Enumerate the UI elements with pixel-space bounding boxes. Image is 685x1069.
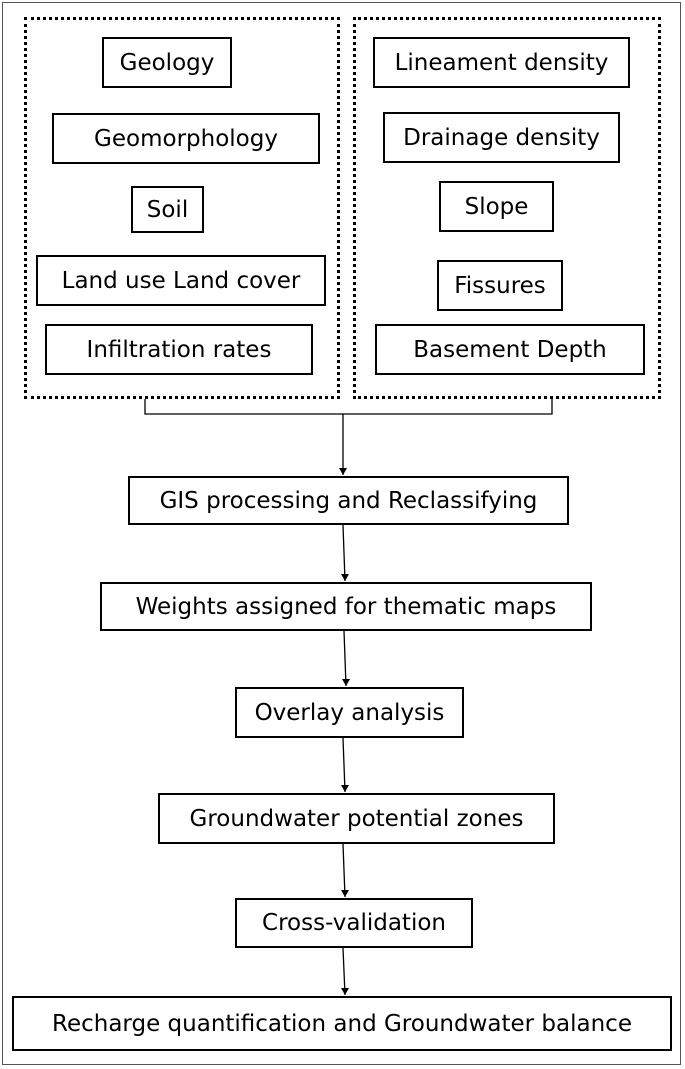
node-lineament-density-label: Lineament density (394, 49, 609, 76)
merge-bracket (144, 399, 553, 415)
step-cross-validation-label: Cross-validation (262, 910, 446, 936)
node-drainage-density: Drainage density (383, 112, 620, 163)
step-groundwater-potential-zones-label: Groundwater potential zones (189, 805, 524, 832)
node-land-use-land-cover: Land use Land cover (36, 255, 326, 306)
node-soil: Soil (131, 186, 204, 233)
node-basement-depth: Basement Depth (375, 324, 645, 375)
step-overlay-analysis-label: Overlay analysis (254, 699, 445, 726)
node-land-use-land-cover-label: Land use Land cover (61, 267, 301, 294)
node-fissures: Fissures (437, 260, 563, 311)
arrow-to-recharge (341, 947, 349, 996)
node-basement-depth-label: Basement Depth (413, 336, 607, 363)
step-gis-processing-label: GIS processing and Reclassifying (159, 487, 538, 514)
arrow-to-potential-zones (341, 737, 349, 793)
left-input-group (24, 17, 340, 399)
step-overlay-analysis: Overlay analysis (235, 687, 464, 738)
node-fissures-label: Fissures (454, 272, 546, 299)
step-recharge-quantification-label: Recharge quantification and Groundwater … (52, 1010, 632, 1037)
node-infiltration-rates: Infiltration rates (45, 324, 313, 375)
arrow-to-overlay (342, 630, 350, 687)
step-groundwater-potential-zones: Groundwater potential zones (158, 793, 555, 844)
arrow-to-cross-validation (341, 843, 349, 898)
step-cross-validation: Cross-validation (235, 898, 473, 948)
node-slope-label: Slope (464, 193, 529, 220)
step-weights-assigned-label: Weights assigned for thematic maps (135, 593, 557, 620)
node-infiltration-rates-label: Infiltration rates (86, 336, 272, 363)
node-geomorphology: Geomorphology (52, 113, 320, 164)
node-geology-label: Geology (119, 49, 215, 76)
step-recharge-quantification: Recharge quantification and Groundwater … (12, 996, 672, 1051)
node-geomorphology-label: Geomorphology (94, 125, 278, 152)
step-weights-assigned: Weights assigned for thematic maps (100, 582, 592, 631)
step-gis-processing: GIS processing and Reclassifying (128, 476, 569, 525)
right-input-group (353, 17, 661, 399)
node-soil-label: Soil (146, 196, 189, 223)
arrow-to-weights (341, 524, 349, 582)
node-geology: Geology (102, 37, 232, 88)
node-slope: Slope (439, 181, 554, 232)
node-lineament-density: Lineament density (373, 37, 630, 88)
node-drainage-density-label: Drainage density (403, 124, 600, 151)
